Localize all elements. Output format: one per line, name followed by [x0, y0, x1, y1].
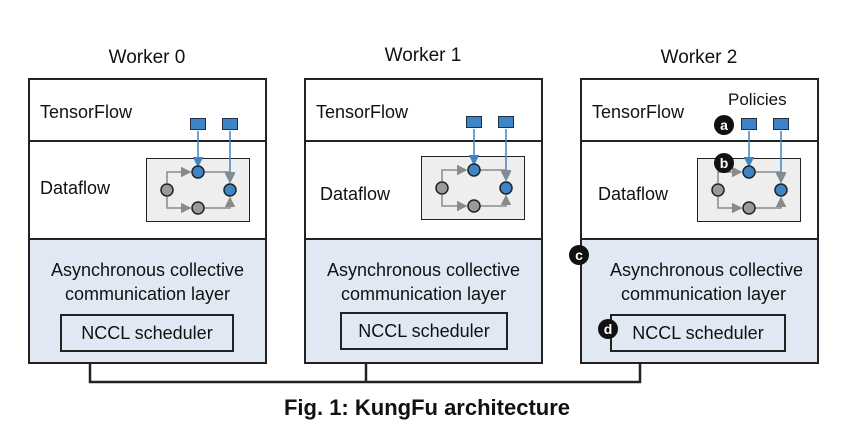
nccl-scheduler: NCCL scheduler	[610, 314, 786, 352]
graph-node	[711, 183, 725, 197]
tensorflow-label: TensorFlow	[40, 102, 133, 122]
comm-line-2: communication layer	[64, 284, 231, 304]
graph-node	[223, 183, 237, 197]
tensorflow-label: TensorFlow	[316, 102, 409, 122]
graph-node	[191, 165, 205, 179]
comm-line-2: communication layer	[620, 284, 787, 304]
dataflow-label: Dataflow	[320, 184, 391, 204]
graph-edge	[755, 196, 787, 209]
graph-node	[467, 199, 481, 213]
comm-line-1: Asynchronous collective	[50, 260, 245, 280]
tensorflow-label: TensorFlow	[592, 102, 685, 122]
graph-edge	[480, 169, 512, 181]
figure-caption: Fig. 1: KungFu architecture	[283, 395, 571, 420]
policy-node-icon	[498, 116, 514, 128]
badge-a: a	[714, 115, 734, 135]
graph-edge	[166, 166, 192, 183]
worker-1-graph	[435, 129, 513, 213]
worker-0-graph	[160, 131, 237, 215]
policy-node-icon	[466, 116, 482, 128]
graph-node	[742, 201, 756, 215]
policies-label: Policies	[728, 90, 787, 109]
badge-c: c	[569, 245, 589, 265]
graph-edge	[166, 197, 192, 214]
graph-edge	[755, 171, 787, 183]
graph-node	[742, 165, 756, 179]
nccl-scheduler: NCCL scheduler	[60, 314, 234, 352]
graph-edge	[480, 194, 512, 207]
nccl-scheduler: NCCL scheduler	[340, 312, 508, 350]
worker-1-title: Worker 1	[384, 45, 462, 66]
comm-line-1: Asynchronous collective	[326, 260, 521, 280]
graph-edge	[204, 196, 236, 209]
graph-node	[435, 181, 449, 195]
graph-node	[499, 181, 513, 195]
dataflow-layer: Dataflow	[30, 142, 265, 240]
communication-layer: Asynchronous collective communication la…	[582, 240, 817, 362]
dataflow-label: Dataflow	[598, 184, 669, 204]
badge-d: d	[598, 319, 618, 339]
graph-edge	[717, 197, 743, 214]
graph-node	[467, 163, 481, 177]
graph-node	[191, 201, 205, 215]
tensorflow-layer: TensorFlow	[306, 80, 541, 142]
dataflow-layer: Dataflow	[582, 142, 817, 240]
worker-0-box: TensorFlow Dataflow Asynchronous collect…	[28, 78, 267, 364]
worker-0-title: Worker 0	[108, 47, 186, 68]
communication-layer: Asynchronous collective communication la…	[30, 240, 265, 362]
badge-b: b	[714, 153, 734, 173]
policy-node-icon	[773, 118, 789, 130]
graph-node	[774, 183, 788, 197]
policy-node-icon	[741, 118, 757, 130]
graph-edge	[441, 195, 468, 212]
dataflow-layer: Dataflow	[306, 142, 541, 240]
graph-node	[160, 183, 174, 197]
tensorflow-layer: TensorFlow	[30, 80, 265, 142]
tensorflow-layer: TensorFlow	[582, 80, 817, 142]
dataflow-label: Dataflow	[40, 178, 111, 198]
communication-layer: Asynchronous collective communication la…	[306, 240, 541, 362]
graph-edge	[204, 171, 236, 183]
worker-2-graph	[711, 131, 788, 215]
policy-node-icon	[222, 118, 238, 130]
interconnect-bus	[88, 364, 642, 384]
comm-line-1: Asynchronous collective	[609, 260, 804, 280]
worker-1-box: TensorFlow Dataflow Asynchronous collect…	[304, 78, 543, 364]
graph-edge	[441, 164, 468, 181]
graph-edge	[717, 166, 743, 183]
comm-line-2: communication layer	[340, 284, 507, 304]
worker-2-title: Worker 2	[660, 47, 738, 68]
policy-node-icon	[190, 118, 206, 130]
